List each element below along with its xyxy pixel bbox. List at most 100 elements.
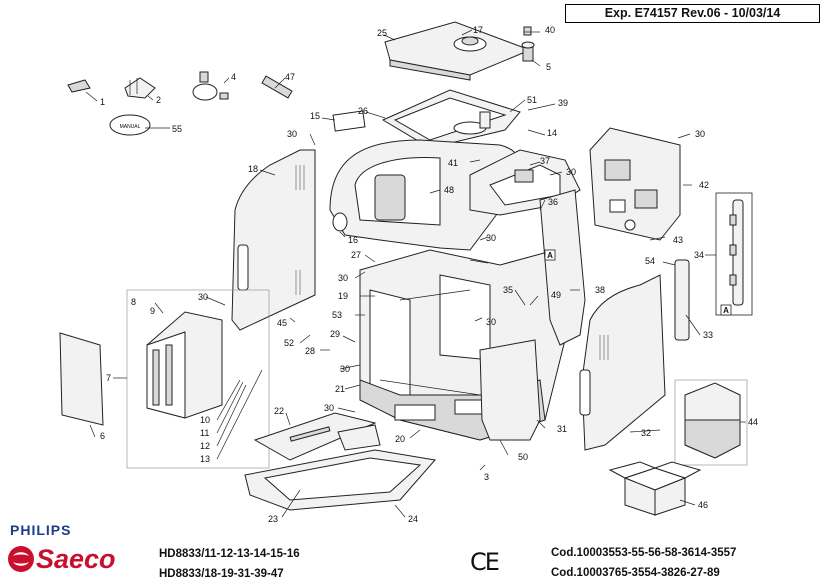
- callout-1: 1: [100, 97, 105, 107]
- drip-tray-part: [244, 449, 436, 511]
- callout-11: 11: [200, 428, 209, 438]
- model-line-2: HD8833/18-19-31-39-47: [159, 568, 284, 580]
- callout-8: 8: [131, 297, 136, 307]
- callout-15: 15: [310, 111, 320, 121]
- callout-35: 35: [503, 285, 513, 295]
- callout-30: 30: [566, 167, 576, 177]
- callout-30: 30: [486, 233, 496, 243]
- callout-46: 46: [698, 500, 708, 510]
- callout-43: 43: [673, 235, 683, 245]
- revision-label: Exp. E74157 Rev.06 - 10/03/14: [565, 4, 820, 23]
- callout-30: 30: [287, 129, 297, 139]
- callout-30: 30: [338, 273, 348, 283]
- saeco-swirl-icon: [8, 546, 34, 572]
- control-strip-part: [674, 259, 690, 341]
- callout-53: 53: [332, 310, 342, 320]
- box-marker-a-label: A: [547, 251, 553, 260]
- callout-18: 18: [248, 164, 258, 174]
- tank-lid-part: [384, 21, 532, 81]
- callout-47: 47: [285, 72, 295, 82]
- callout-20: 20: [395, 434, 405, 444]
- callout-45: 45: [277, 318, 287, 328]
- callout-42: 42: [699, 180, 709, 190]
- saeco-wordmark: Saeco: [36, 543, 116, 574]
- callout-49: 49: [551, 290, 561, 300]
- front-door-part: [479, 339, 541, 441]
- callout-32: 32: [641, 428, 651, 438]
- callout-31: 31: [557, 424, 567, 434]
- left-tank-part: [146, 311, 223, 419]
- side-panel-small-part: [59, 332, 104, 426]
- right-side-panel-part: [539, 189, 586, 346]
- left-side-panel-part: [231, 149, 316, 331]
- callout-41: 41: [448, 158, 458, 168]
- callout-30: 30: [340, 364, 350, 374]
- front-cover-part: [329, 110, 523, 251]
- rear-panel-part: [579, 274, 666, 451]
- callout-17: 17: [473, 25, 483, 35]
- callout-26: 26: [358, 106, 368, 116]
- callout-30: 30: [486, 317, 496, 327]
- callout-10: 10: [200, 415, 210, 425]
- callout-16: 16: [348, 235, 358, 245]
- callout-23: 23: [268, 514, 278, 524]
- ce-mark-icon: CE: [470, 548, 500, 576]
- callout-29: 29: [330, 329, 340, 339]
- callout-27: 27: [351, 250, 361, 260]
- callout-34: 34: [694, 250, 704, 260]
- callout-14: 14: [547, 128, 557, 138]
- callout-37: 37: [540, 156, 550, 166]
- callout-24: 24: [408, 514, 418, 524]
- code-line-2: Cod.10003765-3554-3826-27-89: [551, 567, 720, 579]
- callout-2: 2: [156, 95, 161, 105]
- callout-48: 48: [444, 185, 454, 195]
- callout-51: 51: [527, 95, 537, 105]
- brew-group-part: [674, 379, 748, 466]
- callout-21: 21: [335, 384, 345, 394]
- callout-13: 13: [200, 454, 210, 464]
- callout-9: 9: [150, 306, 155, 316]
- model-line-1: HD8833/11-12-13-14-15-16: [159, 548, 300, 560]
- manual-label: MANUAL: [120, 124, 141, 130]
- callout-numbers: 1 2 3 4 5 6 7 8 9 10 11 12 13 14 15 16 1…: [100, 25, 758, 524]
- callout-55: 55: [172, 124, 182, 134]
- callout-52: 52: [284, 338, 294, 348]
- grounds-drawer-part: [337, 424, 381, 451]
- leader-lines: [85, 29, 746, 518]
- callout-33: 33: [703, 330, 713, 340]
- callout-39: 39: [558, 98, 568, 108]
- callout-22: 22: [274, 406, 284, 416]
- main-chassis-part: [359, 249, 576, 441]
- box-marker-a-label: A: [723, 306, 729, 315]
- callout-12: 12: [200, 441, 210, 451]
- philips-logo: PHILIPS: [10, 522, 72, 538]
- callout-40: 40: [545, 25, 555, 35]
- callout-25: 25: [377, 28, 387, 38]
- callout-30: 30: [695, 129, 705, 139]
- callout-6: 6: [100, 431, 105, 441]
- callout-7: 7: [106, 373, 111, 383]
- water-tank-part: [381, 89, 521, 149]
- box-marker-a: [544, 249, 732, 316]
- cup-grid-part: [253, 412, 377, 461]
- display-board-box: [715, 192, 753, 316]
- callout-28: 28: [305, 346, 315, 356]
- callout-19: 19: [338, 291, 348, 301]
- callout-4: 4: [231, 72, 236, 82]
- code-line-1: Cod.10003553-55-56-58-3614-3557: [551, 547, 737, 559]
- small-accessory-parts: [67, 71, 293, 136]
- callout-5: 5: [546, 62, 551, 72]
- callout-54: 54: [645, 256, 655, 266]
- callout-30: 30: [324, 403, 334, 413]
- saeco-logo: Saeco: [6, 543, 116, 575]
- callout-44: 44: [748, 417, 758, 427]
- callout-30: 30: [198, 292, 208, 302]
- valve-part: [521, 26, 535, 62]
- callout-3: 3: [484, 472, 489, 482]
- packaging-box-part: [608, 461, 702, 516]
- callout-36: 36: [548, 197, 558, 207]
- callout-38: 38: [595, 285, 605, 295]
- callout-50: 50: [518, 452, 528, 462]
- power-board-part: [589, 127, 681, 241]
